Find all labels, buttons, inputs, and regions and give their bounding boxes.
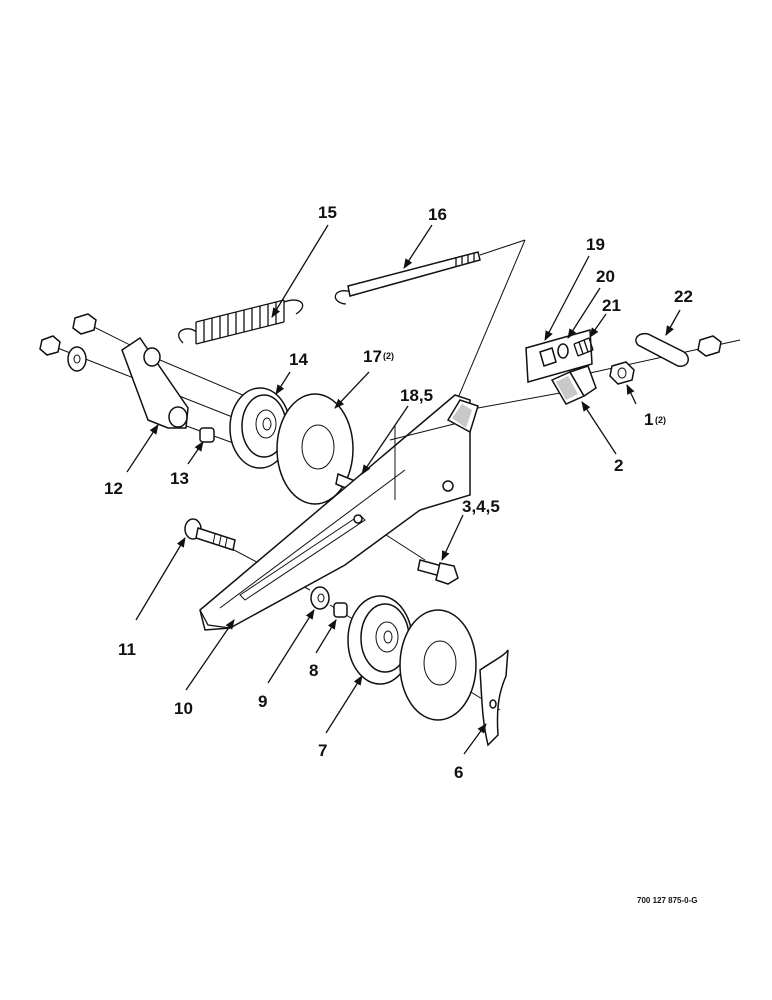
idler-bracket [199, 394, 479, 631]
label-17-qty: (2) [383, 351, 394, 361]
label-12: 12 [104, 479, 123, 498]
label-18-5: 18,5 [400, 386, 433, 405]
label-10: 10 [174, 699, 193, 718]
nut-1 [609, 361, 635, 385]
drawing-code: 700 127 875-0-G [637, 896, 698, 905]
label-2: 2 [614, 456, 623, 475]
label-21: 21 [602, 296, 621, 315]
label-20: 20 [596, 267, 615, 286]
label-15: 15 [318, 203, 337, 222]
left-nut-top [72, 313, 97, 335]
label-14: 14 [289, 350, 308, 369]
right-nut [697, 335, 722, 357]
label-11: 11 [118, 640, 136, 659]
label-1-qty: (2) [655, 415, 666, 425]
label-1: 1 [644, 410, 653, 429]
spacer-8 [333, 602, 348, 618]
label-3-4-5: 3,4,5 [462, 497, 500, 516]
bolt-345 [417, 559, 459, 585]
extension-spring [178, 299, 304, 345]
bracket-2 [550, 365, 597, 405]
label-7: 7 [318, 741, 327, 760]
label-6: 6 [454, 763, 463, 782]
label-16: 16 [428, 205, 447, 224]
leader-arrows [126, 224, 681, 755]
bolt-11 [184, 518, 236, 551]
shield-disc-lower [399, 609, 477, 721]
strap-22 [635, 332, 689, 367]
pivot-arm [121, 336, 189, 429]
label-17: 17 [363, 347, 382, 366]
washer-9 [310, 586, 330, 610]
label-22: 22 [674, 287, 693, 306]
spring-21 [573, 337, 594, 357]
shield-disc-17 [276, 393, 354, 505]
washer-20 [557, 343, 569, 359]
label-13: 13 [170, 469, 189, 488]
pulley-7 [347, 595, 413, 685]
left-nut-bottom [39, 335, 61, 356]
guide-6 [479, 649, 509, 747]
label-19: 19 [586, 235, 605, 254]
spacer-13 [199, 427, 215, 443]
eye-rod [334, 251, 481, 305]
label-8: 8 [309, 661, 318, 680]
callout-labels: 15 16 19 20 21 22 14 17 (2) 18,5 1 (2) 2… [104, 203, 693, 782]
left-washer [67, 346, 87, 372]
label-9: 9 [258, 692, 267, 711]
